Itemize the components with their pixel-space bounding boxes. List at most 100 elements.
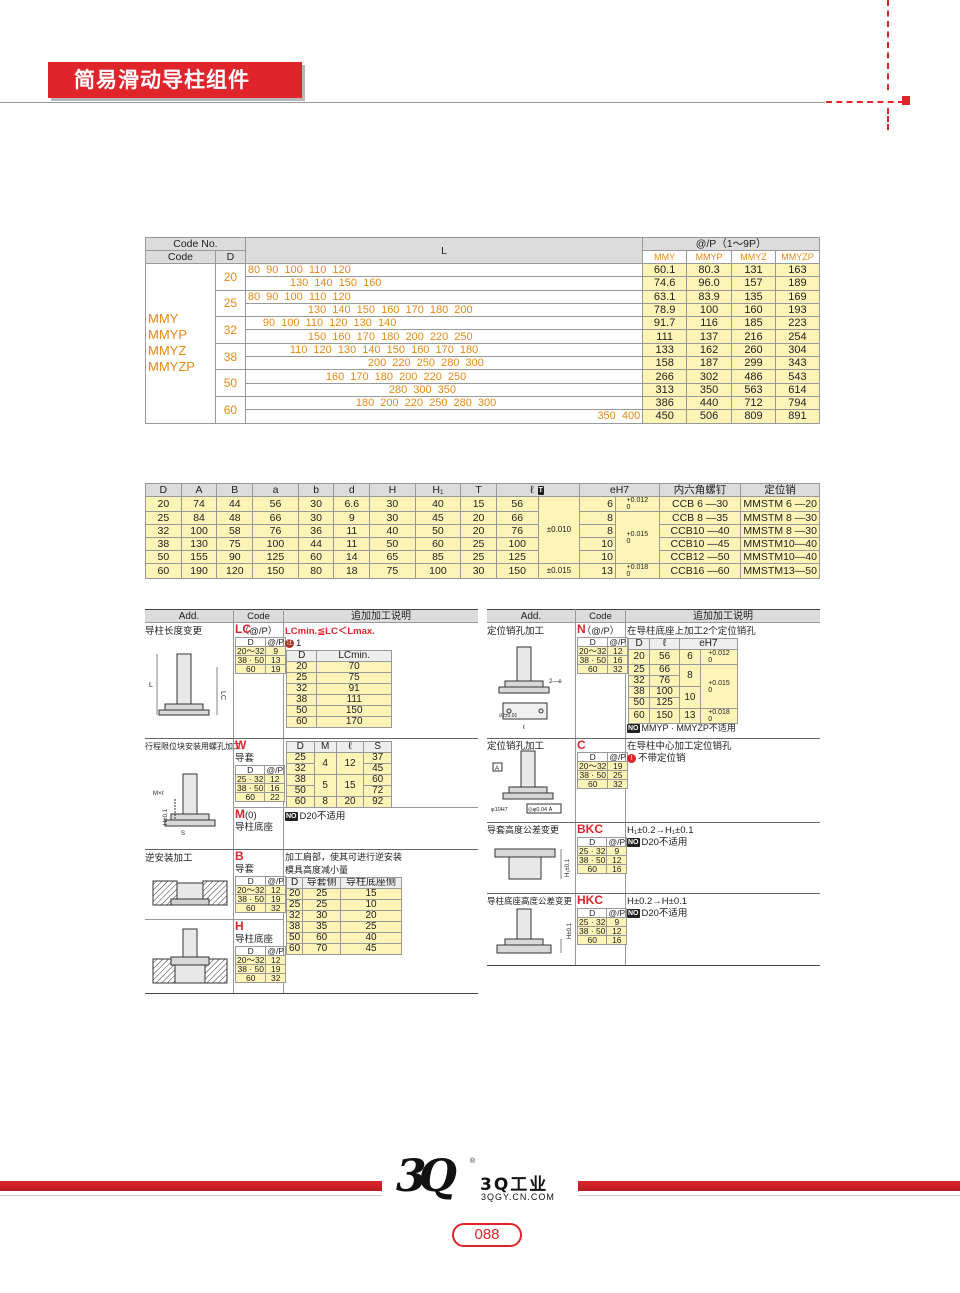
l-cell: 125	[495, 550, 539, 564]
h-sub: 导柱底座	[235, 934, 274, 945]
page-number: 088	[452, 1223, 522, 1247]
d-cell: 32	[214, 316, 246, 344]
e-cell: 10	[579, 550, 616, 564]
dim-cell: 75	[369, 563, 416, 579]
l-values: 200 220 250 280 300	[244, 356, 644, 371]
b-code: B	[235, 849, 244, 863]
dim-header: H	[369, 483, 416, 497]
c-drawing: A φ10H7 ◎φ0.04 A	[491, 750, 562, 814]
b-desc1: 加工肩部，使其可进行逆安装	[285, 852, 403, 862]
dim-cell: 44	[216, 496, 254, 512]
dim-cell: 45	[414, 511, 462, 525]
no-badge-icon: NO	[285, 811, 298, 821]
svg-text:ℓ: ℓ	[523, 724, 525, 731]
d-cell: 25	[214, 289, 246, 318]
dim-cell: 11	[333, 537, 371, 551]
dim-cell: 66	[252, 511, 299, 525]
price-cell: 162	[686, 342, 733, 358]
dim-cell: 11	[333, 524, 371, 538]
price-cell: 135	[731, 289, 776, 304]
l-values: 180 200 220 250 280 300	[244, 395, 644, 411]
svg-text:LC: LC	[219, 691, 226, 700]
b-drawing-1	[152, 880, 228, 906]
e-cell: 8	[579, 511, 616, 525]
hkc-desc: H±0.2→H±0.1	[627, 896, 688, 907]
c-name: 定位销孔加工	[487, 741, 545, 752]
price-cell: 302	[686, 369, 733, 384]
lc-desc: LCmin.≦LC＜Lmax.	[285, 626, 375, 637]
d-cell: 60	[214, 395, 246, 424]
dim-cell: 25	[145, 511, 182, 525]
dim-header: B	[216, 483, 254, 497]
dim-cell: 85	[414, 550, 462, 564]
price-cell: 254	[774, 329, 821, 344]
screw-cell: CCB16 —60	[658, 563, 742, 579]
dim-cell: 30	[369, 511, 416, 525]
t-badge-icon: T	[537, 485, 544, 495]
svg-text:A: A	[495, 766, 499, 772]
page-number-text: 088	[474, 1226, 500, 1243]
dim-header: b	[297, 483, 335, 497]
price-cell: 299	[731, 356, 776, 371]
top-right-dash	[887, 0, 889, 90]
no-badge-icon: NO	[627, 837, 640, 847]
dim-cell: 100	[180, 524, 218, 538]
dim-cell: 56	[252, 496, 299, 512]
dim-header: 定位销	[740, 483, 820, 497]
dim-cell: 25	[460, 550, 497, 564]
header-dash	[826, 101, 904, 103]
svg-text:S: S	[181, 831, 185, 837]
dim-cell: 90	[216, 550, 254, 564]
dim-cell: 30	[460, 563, 497, 579]
d-cell: 38	[214, 342, 246, 371]
svg-text:H₁±0.1: H₁±0.1	[565, 858, 571, 877]
top-right-dash-2	[887, 108, 889, 130]
hkc-code: HKC	[577, 893, 603, 907]
dim-cell: 65	[369, 550, 416, 564]
pin-cell: MMSTM 6 —20	[740, 496, 820, 512]
l-cell: 76	[495, 524, 539, 538]
dim-cell: 36	[297, 524, 335, 538]
code-label: MMYP	[148, 327, 187, 343]
l-tol: ±0.010	[537, 496, 581, 564]
dim-cell: 50	[369, 537, 416, 551]
price-cell: 343	[774, 356, 821, 371]
corner-mark	[902, 96, 910, 105]
price-cell: 131	[731, 262, 776, 278]
l-cell: 100	[495, 537, 539, 551]
d-cell: 20	[214, 263, 246, 291]
dim-cell: 50	[145, 550, 182, 564]
c-desc: 在导柱中心加工定位销孔	[627, 741, 732, 752]
dim-cell: 155	[180, 550, 218, 564]
l-values: 160 170 180 200 220 250	[244, 369, 644, 384]
attention-icon: !	[627, 753, 636, 763]
dim-header: a	[252, 483, 299, 497]
dim-cell: 25	[460, 537, 497, 551]
dim-cell: 58	[216, 524, 254, 538]
dim-cell: 76	[252, 524, 299, 538]
svg-text:◎φ0.04 A: ◎φ0.04 A	[528, 807, 553, 813]
l-values: 280 300 350	[244, 382, 644, 397]
w-code: W	[235, 738, 247, 752]
price-cell: 187	[686, 356, 733, 371]
col-mmyp: MMYP	[686, 250, 733, 264]
dim-cell: 30	[297, 511, 335, 525]
svg-text:M×ℓ: M×ℓ	[153, 790, 164, 797]
dim-cell: 100	[252, 537, 299, 551]
col-price: @/P（1～9P）	[642, 237, 820, 251]
brand-name: 3Q工业	[480, 1175, 549, 1195]
dim-cell: 60	[297, 550, 335, 564]
